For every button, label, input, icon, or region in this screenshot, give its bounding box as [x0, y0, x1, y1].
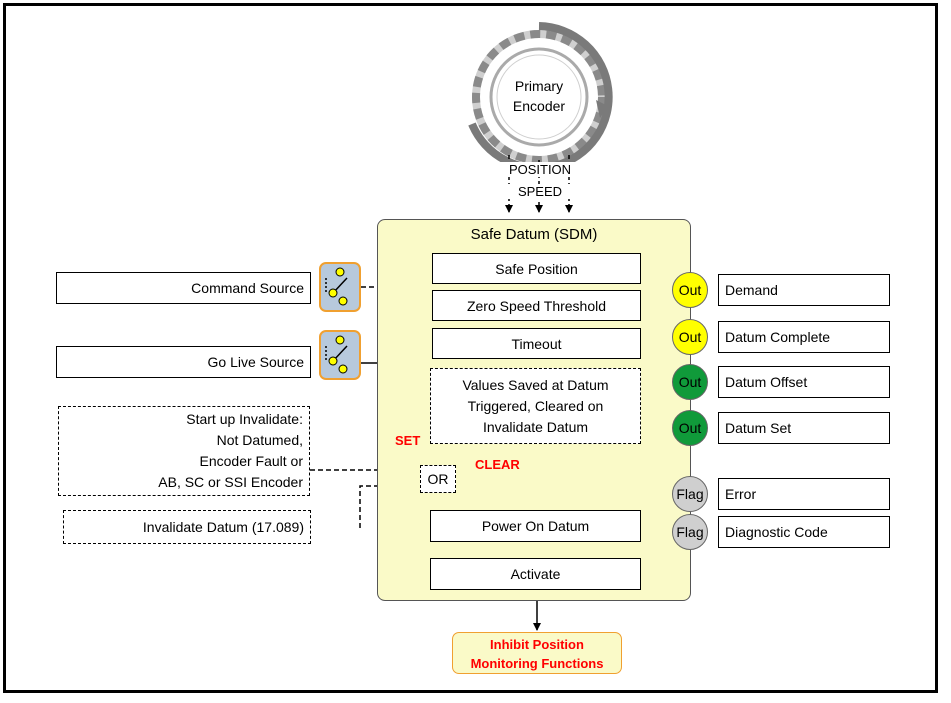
startup-invalidate-box: Start up Invalidate: Not Datumed, Encode…: [58, 406, 310, 496]
datum-complete-output-box: Datum Complete: [718, 321, 890, 353]
inhibit-line2: Monitoring Functions: [470, 656, 604, 671]
datum-complete-out-badge: Out: [672, 319, 708, 355]
go-live-source-box: Go Live Source: [56, 346, 311, 378]
or-gate: OR: [420, 465, 456, 493]
values-saved-line2: Triggered, Cleared on: [467, 397, 604, 414]
startup-invalidate-line4: AB, SC or SSI Encoder: [158, 474, 303, 490]
values-saved-line3: Invalidate Datum: [482, 418, 589, 435]
command-source-switch-icon: [319, 262, 361, 312]
position-label: POSITION: [500, 162, 580, 177]
startup-invalidate-line1: Start up Invalidate:: [186, 411, 303, 427]
inhibit-box: Inhibit Position Monitoring Functions: [452, 632, 622, 674]
encoder-label-line1: Primary: [514, 78, 564, 94]
activate-block: Activate: [430, 558, 641, 590]
power-on-datum-block: Power On Datum: [430, 510, 641, 542]
timeout-block: Timeout: [432, 328, 641, 359]
clear-label: CLEAR: [475, 457, 520, 472]
diagnostic-code-flag-badge: Flag: [672, 514, 708, 550]
datum-offset-out-badge: Out: [672, 364, 708, 400]
outer-frame: [3, 3, 938, 693]
error-output-box: Error: [718, 478, 890, 510]
demand-output-box: Demand: [718, 274, 890, 306]
demand-out-badge: Out: [672, 272, 708, 308]
safe-position-block: Safe Position: [432, 253, 641, 284]
startup-invalidate-line2: Not Datumed,: [216, 432, 303, 448]
values-saved-block: Values Saved at Datum Triggered, Cleared…: [430, 368, 641, 444]
encoder-graphic: [468, 22, 613, 172]
error-flag-badge: Flag: [672, 476, 708, 512]
set-label: SET: [395, 433, 421, 448]
datum-set-output-box: Datum Set: [718, 412, 890, 444]
startup-invalidate-line3: Encoder Fault or: [199, 453, 304, 469]
zero-speed-threshold-block: Zero Speed Threshold: [432, 290, 641, 321]
diagnostic-code-output-box: Diagnostic Code: [718, 516, 890, 548]
inhibit-line1: Inhibit Position: [490, 637, 584, 652]
values-saved-line1: Values Saved at Datum: [462, 376, 609, 393]
speed-label: SPEED: [500, 184, 580, 199]
go-live-source-switch-icon: [319, 330, 361, 380]
datum-offset-output-box: Datum Offset: [718, 366, 890, 398]
command-source-box: Command Source: [56, 272, 311, 304]
invalidate-datum-box: Invalidate Datum (17.089): [63, 510, 311, 544]
encoder-label-line2: Encoder: [512, 98, 566, 114]
sdm-title: Safe Datum (SDM): [470, 226, 598, 243]
encoder-label: Primary Encoder: [505, 76, 573, 116]
datum-set-out-badge: Out: [672, 410, 708, 446]
